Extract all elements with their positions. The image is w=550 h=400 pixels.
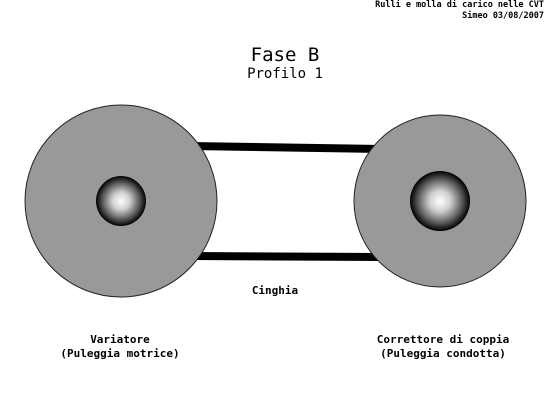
belt-label: Cinghia [251, 284, 299, 297]
page-subtitle: Profilo 1 [247, 66, 323, 82]
driven-pulley-label: Correttore di coppia (Puleggia condotta) [343, 333, 543, 361]
belt-bottom-strand [190, 252, 385, 261]
driver-pulley [24, 104, 218, 298]
header-note-title: Rulli e molla di carico nelle CVT [375, 0, 544, 10]
driver-pulley-label: Variatore (Puleggia motrice) [30, 333, 210, 361]
driven-pulley-hub [410, 171, 470, 231]
header-note-author-date: Simeo 03/08/2007 [462, 11, 544, 21]
driven-pulley-description: (Puleggia condotta) [380, 347, 506, 360]
driver-pulley-name: Variatore [90, 333, 150, 346]
page-title: Fase B [250, 44, 320, 66]
driver-pulley-description: (Puleggia motrice) [60, 347, 180, 360]
belt-top-strand [190, 142, 385, 153]
driven-pulley-name: Correttore di coppia [376, 333, 510, 346]
driver-pulley-hub [96, 176, 146, 226]
driven-pulley [353, 114, 527, 288]
